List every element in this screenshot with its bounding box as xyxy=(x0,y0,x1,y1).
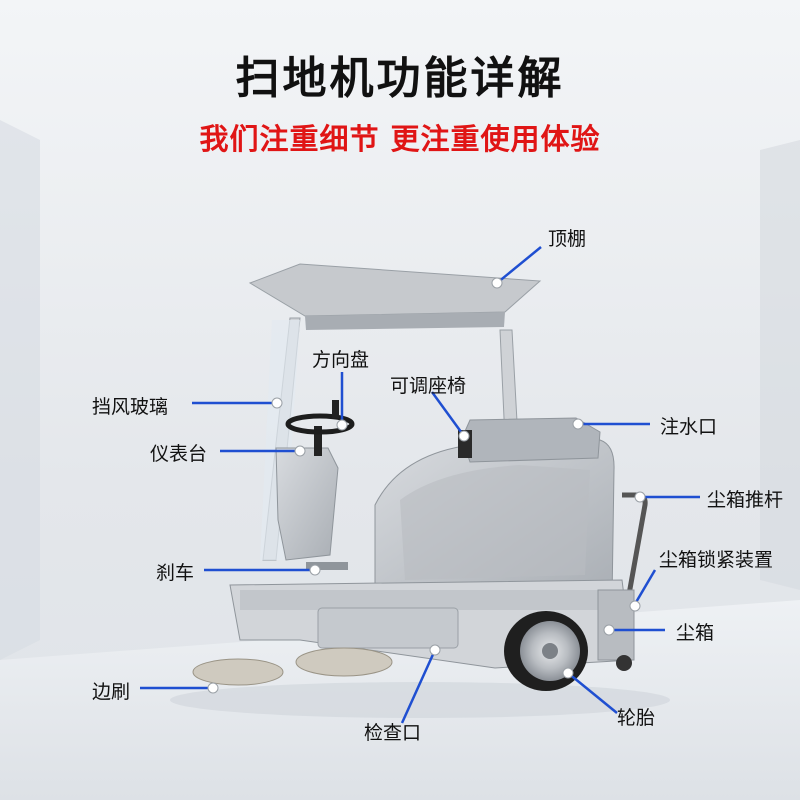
dashboard-shape xyxy=(275,447,339,561)
label-water-inlet: 注水口 xyxy=(660,416,718,438)
label-tire: 轮胎 xyxy=(617,707,656,729)
label-dust-box-lock: 尘箱锁紧装置 xyxy=(659,549,774,571)
label-dust-box-handle: 尘箱推杆 xyxy=(707,489,784,511)
label-windshield: 挡风玻璃 xyxy=(92,396,169,418)
side-brush-shape xyxy=(192,647,393,686)
label-dust-box: 尘箱 xyxy=(676,622,715,644)
label-dashboard: 仪表台 xyxy=(150,443,208,465)
label-brake: 刹车 xyxy=(156,562,195,584)
page-subtitle: 我们注重细节 更注重使用体验 xyxy=(199,122,601,156)
rear-body-shape xyxy=(374,439,615,601)
label-steering-wheel: 方向盘 xyxy=(312,349,370,371)
label-side-brush: 边刷 xyxy=(92,681,131,703)
marker-dots xyxy=(207,277,646,694)
label-adjustable-seat: 可调座椅 xyxy=(390,375,467,397)
steering-wheel-shape xyxy=(285,400,355,456)
label-inspection-port: 检查口 xyxy=(364,722,422,744)
canopy-shape xyxy=(248,263,542,330)
leader-lines xyxy=(140,246,700,724)
page-title: 扫地机功能详解 xyxy=(235,53,565,104)
label-canopy: 顶棚 xyxy=(548,228,587,250)
